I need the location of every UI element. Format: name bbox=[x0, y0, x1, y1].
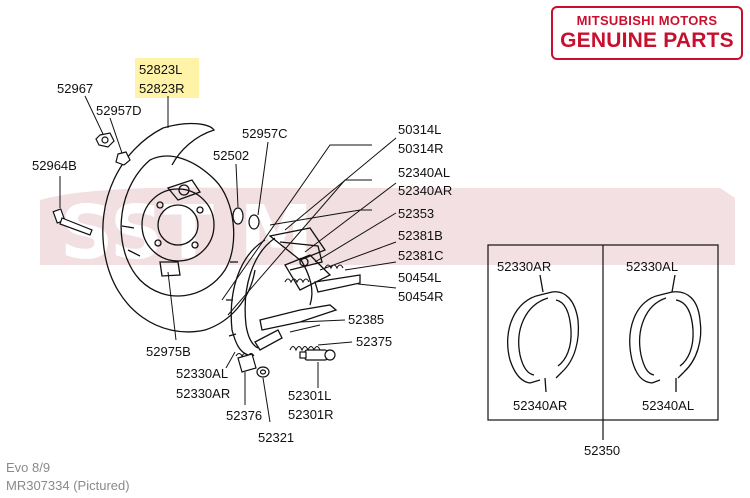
brake-shoe-assembly bbox=[226, 227, 361, 356]
label-box-52340al: 52340AL bbox=[642, 398, 694, 413]
label-50454l: 50454L bbox=[398, 270, 441, 285]
washer-52957d bbox=[115, 151, 131, 166]
label-52502: 52502 bbox=[213, 148, 249, 163]
shoe-pair-right bbox=[629, 274, 702, 392]
label-52385: 52385 bbox=[348, 312, 384, 327]
label-52340ar: 52340AR bbox=[398, 183, 452, 198]
label-52964b: 52964B bbox=[32, 158, 77, 173]
label-box-52330ar: 52330AR bbox=[497, 259, 551, 274]
logo-line-2: GENUINE PARTS bbox=[560, 29, 734, 52]
label-52301l: 52301L bbox=[288, 388, 331, 403]
label-52353: 52353 bbox=[398, 206, 434, 221]
label-52375: 52375 bbox=[356, 334, 392, 349]
part-labels: 52823L 52823R 52967 52957D 52964B 52957C… bbox=[32, 62, 694, 458]
label-52376: 52376 bbox=[226, 408, 262, 423]
label-52330al: 52330AL bbox=[176, 366, 228, 381]
logo-line-1: MITSUBISHI MOTORS bbox=[576, 13, 718, 28]
cap-52321 bbox=[256, 366, 270, 378]
mitsubishi-genuine-parts-logo: MITSUBISHI MOTORS GENUINE PARTS bbox=[551, 6, 743, 60]
label-52823r: 52823R bbox=[139, 81, 185, 96]
svg-text:SST M: SST M bbox=[60, 190, 313, 276]
bolt-52964b bbox=[52, 208, 93, 236]
label-box-52330al: 52330AL bbox=[626, 259, 678, 274]
highlight-box bbox=[135, 58, 199, 98]
leader-lines bbox=[59, 95, 397, 423]
label-52340al: 52340AL bbox=[398, 165, 450, 180]
adjuster-52301 bbox=[299, 349, 336, 361]
footer-part-number: MR307334 (Pictured) bbox=[6, 478, 130, 493]
label-50314r: 50314R bbox=[398, 141, 444, 156]
pin-52376 bbox=[237, 353, 257, 373]
label-52381c: 52381C bbox=[398, 248, 444, 263]
washer-52502 bbox=[232, 207, 244, 225]
label-52975b: 52975B bbox=[146, 344, 191, 359]
footer-model: Evo 8/9 bbox=[6, 460, 51, 475]
backing-plate bbox=[102, 122, 256, 333]
shoe-kit-box bbox=[487, 244, 719, 440]
springs bbox=[235, 264, 344, 358]
label-52967: 52967 bbox=[57, 81, 93, 96]
nut-52967 bbox=[95, 132, 115, 148]
label-52957c: 52957C bbox=[242, 126, 288, 141]
label-52301r: 52301R bbox=[288, 407, 334, 422]
label-box-52340ar: 52340AR bbox=[513, 398, 567, 413]
label-50454r: 50454R bbox=[398, 289, 444, 304]
label-52823l: 52823L bbox=[139, 62, 182, 77]
shoe-pair-left bbox=[506, 274, 580, 393]
label-52330ar: 52330AR bbox=[176, 386, 230, 401]
label-52350: 52350 bbox=[584, 443, 620, 458]
label-50314l: 50314L bbox=[398, 122, 441, 137]
washer-52957c bbox=[248, 214, 260, 230]
label-52321: 52321 bbox=[258, 430, 294, 445]
label-52381b: 52381B bbox=[398, 228, 443, 243]
label-52957d: 52957D bbox=[96, 103, 142, 118]
